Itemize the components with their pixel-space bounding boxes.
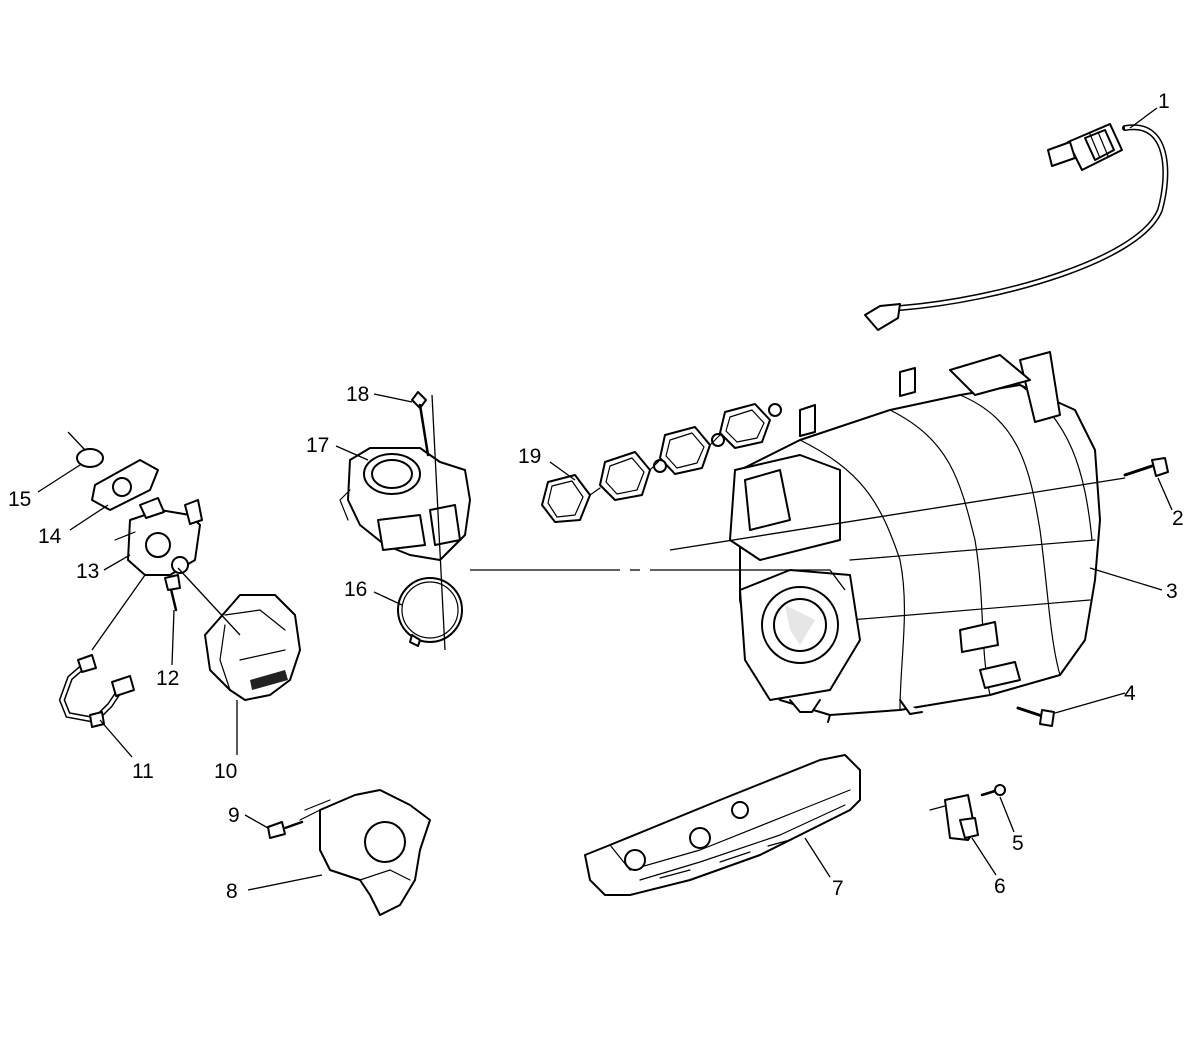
callout-17: 17 <box>306 434 329 457</box>
callout-11: 11 <box>132 760 154 783</box>
callout-6: 6 <box>994 875 1006 898</box>
part-16-gasket <box>397 577 463 647</box>
part-15-o-ring <box>76 448 104 468</box>
callout-3: 3 <box>1166 580 1178 603</box>
part-10-pump-cover <box>204 594 301 701</box>
part-8-heat-shield <box>299 789 431 916</box>
callout-labels: 1 2 3 4 5 6 7 8 9 10 11 12 13 14 15 16 1… <box>8 90 1184 903</box>
callout-16: 16 <box>344 578 367 601</box>
callout-15: 15 <box>8 488 31 511</box>
callout-19: 19 <box>518 445 541 468</box>
part-13-fuel-pump <box>114 497 203 576</box>
part-5-screw <box>980 784 1006 797</box>
callout-12: 12 <box>156 667 179 690</box>
callout-9: 9 <box>228 804 240 827</box>
callout-10: 10 <box>214 760 237 783</box>
callout-1: 1 <box>1158 90 1170 113</box>
callout-8: 8 <box>226 880 238 903</box>
alignment-lines <box>67 394 1126 651</box>
callout-2: 2 <box>1172 507 1184 530</box>
part-14-gasket <box>91 459 159 511</box>
callout-7: 7 <box>832 877 844 900</box>
part-7-manifold-cover <box>584 754 861 896</box>
part-9-bolt <box>267 820 304 839</box>
part-19-manifold-gasket <box>541 403 782 523</box>
callout-14: 14 <box>38 525 62 548</box>
part-1-vent-hose <box>864 123 1169 331</box>
part-3-intake-manifold <box>729 351 1101 723</box>
part-11-fuel-line <box>58 654 135 728</box>
callout-13: 13 <box>76 560 99 583</box>
part-2-bolt <box>1123 457 1169 477</box>
part-12-bolt <box>164 574 181 612</box>
callout-leaders <box>37 107 1173 891</box>
callout-18: 18 <box>346 383 369 406</box>
callout-5: 5 <box>1012 832 1024 855</box>
part-4-bolt <box>1016 706 1055 727</box>
part-17-throttle-body <box>339 447 471 561</box>
part-6-sensor <box>929 794 979 841</box>
callout-4: 4 <box>1124 682 1136 705</box>
part-18-bolt <box>411 391 430 457</box>
